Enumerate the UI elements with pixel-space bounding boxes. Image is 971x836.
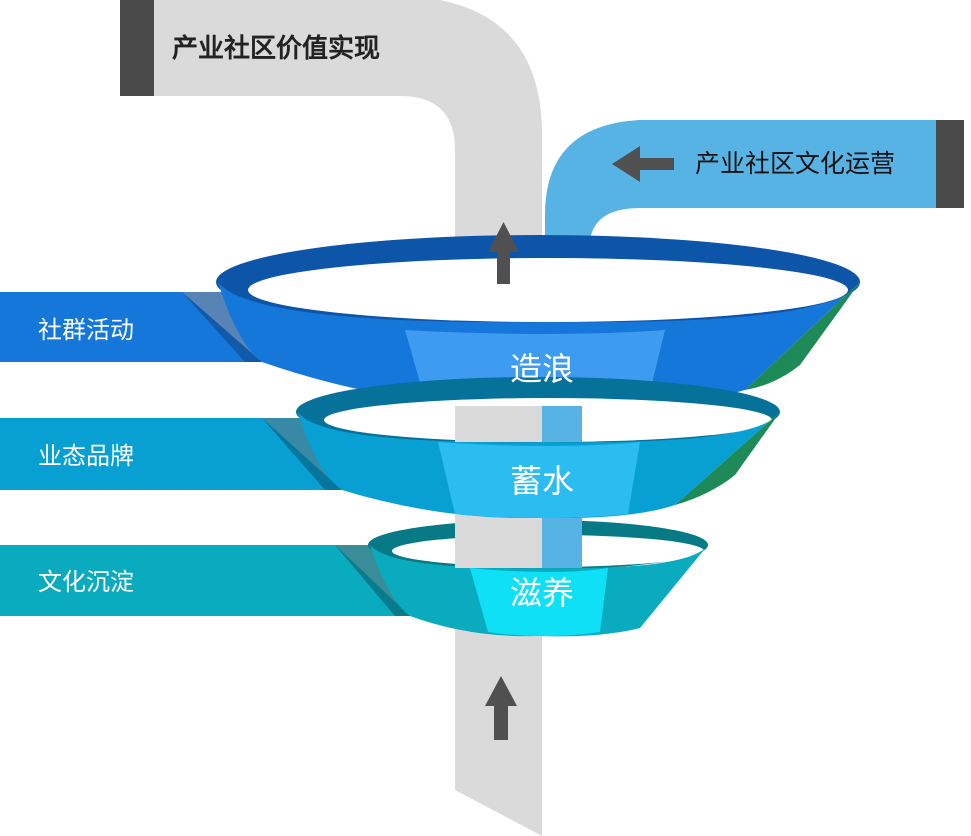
band2-center-label: 蓄水 (510, 462, 574, 500)
band1-strip (0, 292, 262, 362)
band2-side-label: 业态品牌 (38, 442, 134, 470)
band3-strip (0, 545, 410, 616)
right-label-marker (936, 120, 964, 208)
band2-strip (0, 418, 342, 490)
gray-pipe-segment-b (455, 518, 542, 568)
up-arrow-icon-lower (485, 676, 517, 740)
up-arrow-icon-upper (488, 222, 519, 284)
blue-pipe (545, 120, 960, 325)
band3-side-label: 文化沉淀 (38, 568, 134, 596)
band1-side-label: 社群活动 (38, 316, 134, 344)
gray-pipe-segment-a (455, 406, 542, 442)
left-arrow-icon (612, 146, 674, 182)
band1-center-label: 造浪 (510, 350, 574, 388)
funnel-ring-1 (216, 235, 860, 407)
blue-pipe-segment-b (542, 518, 582, 568)
top-label: 产业社区价值实现 (172, 33, 380, 64)
top-label-marker (120, 0, 154, 96)
band3-center-label: 滋养 (510, 574, 574, 612)
blue-pipe-segment-a (542, 406, 582, 442)
right-label: 产业社区文化运营 (695, 149, 895, 178)
